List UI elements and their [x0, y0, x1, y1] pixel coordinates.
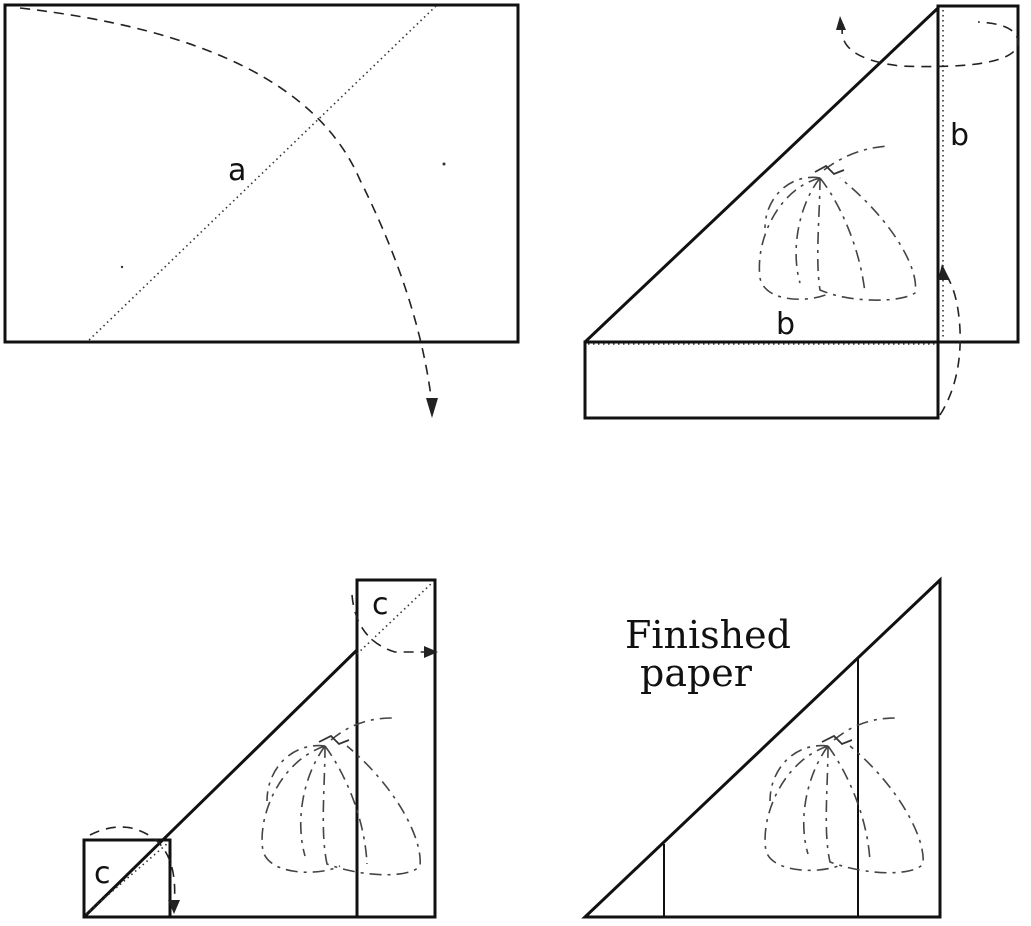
fold-line-a	[87, 5, 437, 342]
caption-line-1: Finished	[625, 613, 791, 657]
folded-triangle	[583, 4, 940, 344]
caption-line-2: paper	[640, 651, 753, 695]
bottom-strip	[583, 340, 940, 420]
step-3-triangle-panel: c c	[82, 578, 438, 919]
finished-triangle	[581, 576, 942, 919]
right-strip	[355, 578, 437, 919]
arrow-down-icon	[426, 398, 438, 418]
curl-arrow-top	[841, 21, 1019, 68]
step-2-triangle-panel: b b	[583, 4, 1020, 420]
pumpkin-sketch	[758, 145, 917, 301]
fold-label-c-bottom: c	[94, 856, 111, 891]
fold-label-a: a	[228, 153, 246, 188]
step-4-finished-panel: Finished paper	[581, 576, 942, 919]
fold-arrow-c-top	[351, 594, 428, 653]
arrow-up-icon	[836, 16, 846, 30]
speck-mark	[120, 265, 124, 269]
folded-triangle	[82, 648, 359, 919]
speck-mark	[442, 162, 446, 166]
fold-label-c-top: c	[372, 587, 389, 622]
arrow-down-icon	[168, 900, 180, 914]
fold-line-c-bottom	[85, 842, 169, 915]
pumpkin-sketch	[261, 717, 421, 876]
fold-label-b-vertical: b	[950, 118, 969, 153]
step-1-rectangle-panel: a	[3, 3, 520, 418]
fold-line-c-top	[356, 581, 434, 655]
curl-arrow-bottom	[939, 271, 961, 416]
arrow-up-icon	[938, 264, 950, 280]
arrow-right-icon	[424, 646, 438, 658]
pumpkin-sketch	[764, 717, 924, 874]
fold-arrow-c-bottom	[89, 826, 176, 906]
paper-rectangle	[3, 3, 520, 344]
fold-arc-arrow	[19, 7, 433, 406]
fold-label-b-horizontal: b	[776, 307, 795, 342]
